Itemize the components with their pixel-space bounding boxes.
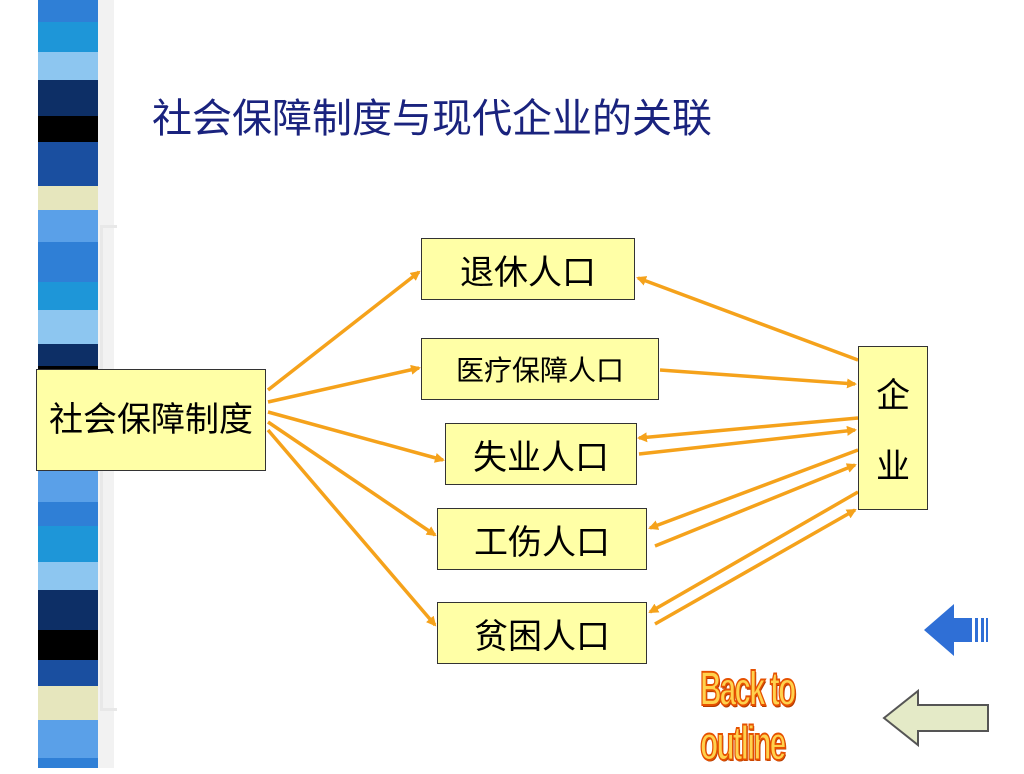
edge-medical-to-enterprise: [659, 368, 857, 389]
edge-injured-to-enterprise: [654, 463, 857, 548]
edge-unemployed-to-enterprise: [638, 425, 857, 456]
node-poor-population: 贫困人口: [437, 602, 647, 664]
edge-enterprise-to-injured: [648, 448, 859, 530]
edge-poor-to-enterprise: [654, 508, 857, 626]
edge-source-to-medical: [267, 364, 421, 404]
back-button[interactable]: [920, 600, 990, 660]
edge-enterprise-to-poor: [648, 490, 859, 614]
node-work-injury-population: 工伤人口: [437, 508, 647, 570]
back-to-outline-label: Back to outline: [699, 663, 797, 772]
node-unemployed-population: 失业人口: [445, 423, 637, 485]
edge-source-to-retired: [266, 270, 421, 392]
edge-source-to-poor: [266, 428, 437, 627]
blue-left-arrow-icon: [924, 604, 988, 656]
edge-source-to-unemployed: [267, 410, 445, 463]
back-to-outline-button[interactable]: Back to outline: [699, 663, 1000, 772]
edge-enterprise-to-unemployed: [637, 416, 859, 443]
node-social-security-system: 社会保障制度: [36, 369, 266, 471]
outline-left-arrow-icon: [882, 688, 989, 748]
enterprise-char-2: 业: [876, 447, 910, 487]
page-title: 社会保障制度与现代企业的关联: [152, 96, 712, 142]
enterprise-char-1: 企: [876, 376, 910, 416]
node-enterprise: 企 业: [858, 346, 928, 510]
edge-enterprise-to-retired: [636, 276, 859, 362]
node-retired-population: 退休人口: [421, 238, 635, 300]
node-medical-insurance-population: 医疗保障人口: [421, 338, 659, 400]
edge-source-to-injured: [267, 420, 437, 537]
